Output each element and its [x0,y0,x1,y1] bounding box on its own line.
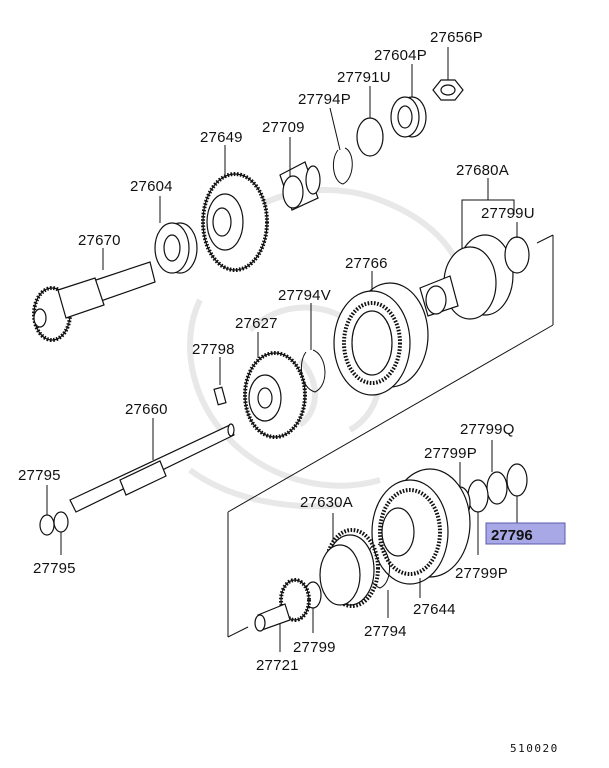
part-27627-gear [243,332,307,439]
part-27656P-nut [432,47,464,101]
label-27799U: 27799U [481,205,535,222]
part-27766-ring-gear [333,271,429,396]
label-27627: 27627 [235,315,278,332]
part-27795-rings [39,485,69,555]
label-27709: 27709 [262,119,305,136]
label-27794V: 27794V [278,287,331,304]
part-27799Q-washer [486,440,508,505]
label-27794P: 27794P [298,91,351,108]
part-27680A-carrier [419,178,515,320]
label-27799P-lower: 27799P [455,565,508,582]
label-27794: 27794 [364,623,407,640]
part-27644-clutch-drum [371,468,471,598]
part-27721-shaft [254,578,311,652]
label-27680A: 27680A [456,162,509,179]
label-27721: 27721 [256,657,299,674]
part-27660-shaft [69,418,235,513]
part-27604P-bearing [390,64,427,138]
label-27630A: 27630A [300,494,353,511]
lower-group-frame [227,234,554,638]
part-27791U-snap-ring [356,86,384,157]
part-27604-bearing [154,196,198,274]
label-27660: 27660 [125,401,168,418]
diagram-code: 510020 [510,742,559,755]
label-27795-bottom: 27795 [33,560,76,577]
label-27799Q: 27799Q [460,421,515,438]
label-27649: 27649 [200,129,243,146]
part-27796-snap-ring [506,463,528,523]
part-27794V-snap-ring [300,303,326,393]
label-27798: 27798 [192,341,235,358]
label-27795-top: 27795 [18,467,61,484]
part-27798-pin [213,357,227,406]
label-27799: 27799 [293,639,336,656]
part-27709-sleeve [279,137,321,211]
part-27670-shaft [32,248,156,342]
label-27791U: 27791U [337,69,391,86]
label-27766: 27766 [345,255,388,272]
label-27670: 27670 [78,232,121,249]
label-27604P: 27604P [374,47,427,64]
highlighted-part-callout[interactable]: 27796 [485,522,566,545]
label-27644: 27644 [413,601,456,618]
part-27630A-carrier [319,513,380,608]
part-27794P-snap-ring [329,107,353,185]
part-27799U-washer [504,222,530,274]
highlight-box [485,522,566,545]
label-27796[interactable]: 27796 [491,527,533,544]
label-27799P-upper: 27799P [424,445,477,462]
part-27649-gear [201,145,269,272]
label-27656P: 27656P [430,29,483,46]
label-27604: 27604 [130,178,173,195]
